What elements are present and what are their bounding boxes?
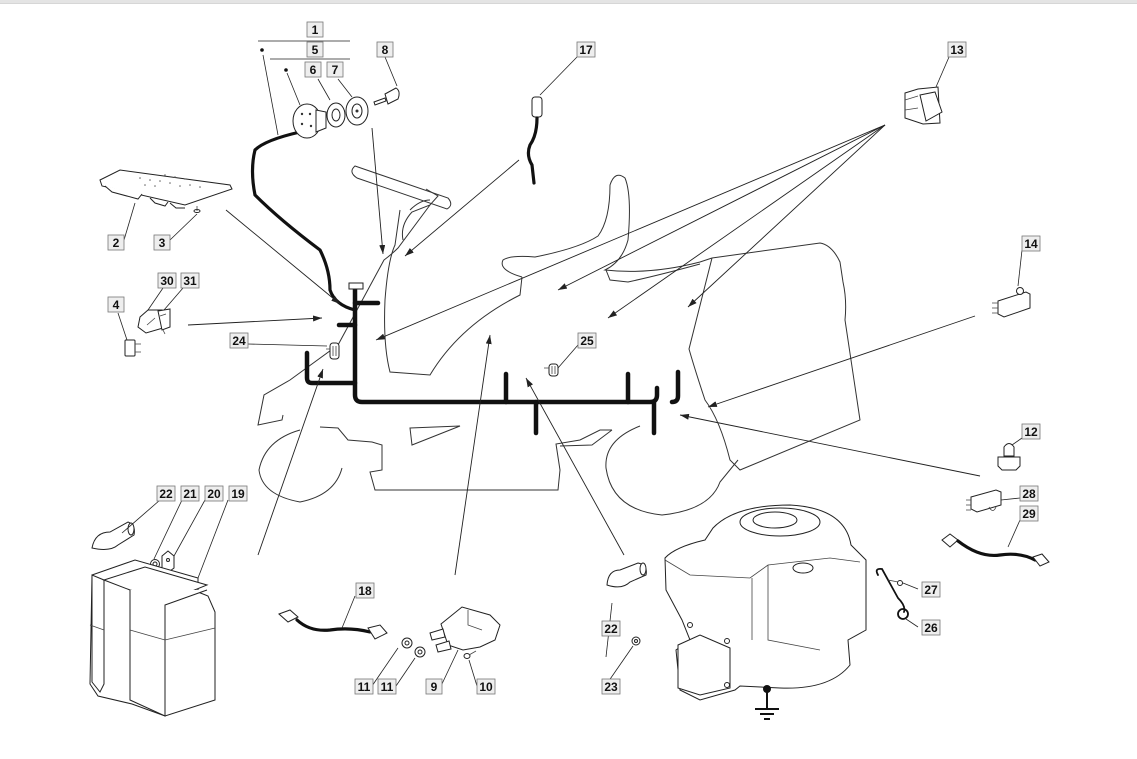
callout-6[interactable]: 6 xyxy=(304,61,322,78)
callout-26[interactable]: 26 xyxy=(921,619,941,636)
part-28-relay[interactable] xyxy=(966,489,1002,513)
part-10-screw[interactable] xyxy=(463,650,477,659)
svg-text:13: 13 xyxy=(950,43,964,57)
part-26-spring[interactable] xyxy=(875,567,909,620)
callout-5[interactable]: 5 xyxy=(306,41,324,58)
svg-text:29: 29 xyxy=(1022,507,1036,521)
callout-11b[interactable]: 11 xyxy=(377,678,397,695)
callout-19[interactable]: 19 xyxy=(228,485,248,502)
part-22-terminal-cover-2[interactable] xyxy=(606,562,647,588)
leader-lines xyxy=(117,40,1023,687)
svg-text:21: 21 xyxy=(183,487,197,501)
part-27-screw[interactable] xyxy=(887,579,903,586)
callout-21[interactable]: 21 xyxy=(180,485,200,502)
part-23-nut[interactable] xyxy=(631,636,641,646)
part-11-nut-2[interactable] xyxy=(414,646,426,658)
svg-text:28: 28 xyxy=(1022,487,1036,501)
top-border xyxy=(0,0,1137,4)
part-5-ignition-switch[interactable] xyxy=(292,103,327,139)
callout-22[interactable]: 22 xyxy=(156,485,176,502)
part-3-screw[interactable] xyxy=(193,206,201,213)
callout-23[interactable]: 23 xyxy=(601,678,621,695)
callout-9[interactable]: 9 xyxy=(425,678,443,695)
part-25-cable-clip[interactable] xyxy=(544,363,559,377)
part-19-battery[interactable] xyxy=(89,559,216,717)
part-11-nut[interactable] xyxy=(401,637,413,649)
callout-11a[interactable]: 11 xyxy=(354,678,374,695)
svg-text:22: 22 xyxy=(159,487,173,501)
svg-text:19: 19 xyxy=(231,487,245,501)
callout-20[interactable]: 20 xyxy=(204,485,224,502)
svg-text:23: 23 xyxy=(604,680,618,694)
callout-27[interactable]: 27 xyxy=(921,581,941,598)
svg-text:8: 8 xyxy=(382,43,389,57)
svg-text:6: 6 xyxy=(310,63,317,77)
svg-text:26: 26 xyxy=(924,621,938,635)
svg-text:22: 22 xyxy=(604,622,618,636)
part-12-switch[interactable] xyxy=(997,443,1021,471)
wiring-harness xyxy=(304,282,681,436)
svg-text:4: 4 xyxy=(113,298,120,312)
callout-24[interactable]: 24 xyxy=(229,332,249,349)
svg-text:7: 7 xyxy=(332,63,339,77)
callout-22b[interactable]: 22 xyxy=(601,620,621,637)
svg-text:25: 25 xyxy=(580,334,594,348)
part-4-fuse[interactable] xyxy=(124,339,141,357)
callout-18[interactable]: 18 xyxy=(355,582,375,599)
callout-10[interactable]: 10 xyxy=(476,678,496,695)
part-31-relay-holder[interactable] xyxy=(157,308,171,335)
callout-12[interactable]: 12 xyxy=(1021,423,1041,440)
part-14-microswitch[interactable] xyxy=(992,287,1031,318)
callout-7[interactable]: 7 xyxy=(326,61,344,78)
callout-1[interactable]: 1 xyxy=(306,21,324,38)
part-29-cable[interactable] xyxy=(941,533,1050,567)
svg-text:14: 14 xyxy=(1024,237,1038,251)
callout-3[interactable]: 3 xyxy=(153,234,171,251)
part-22-terminal-cover[interactable] xyxy=(91,521,135,550)
svg-text:5: 5 xyxy=(312,43,319,57)
engine xyxy=(664,504,867,701)
callout-13[interactable]: 13 xyxy=(947,41,967,58)
callout-2[interactable]: 2 xyxy=(107,234,125,251)
part-6-nut[interactable] xyxy=(326,102,346,128)
svg-text:24: 24 xyxy=(232,334,246,348)
callout-25[interactable]: 25 xyxy=(577,332,597,349)
svg-text:27: 27 xyxy=(924,583,938,597)
part-18-cable[interactable] xyxy=(278,609,388,640)
part-8-key[interactable] xyxy=(373,87,400,106)
part-9-solenoid[interactable] xyxy=(429,606,501,653)
svg-text:11: 11 xyxy=(358,680,371,694)
svg-text:12: 12 xyxy=(1024,425,1038,439)
tractor-outline xyxy=(257,165,861,516)
svg-text:17: 17 xyxy=(579,43,593,57)
part-2-circuit-board[interactable] xyxy=(99,169,233,209)
part-7-ring[interactable] xyxy=(345,96,369,126)
part-13-rocker-switch[interactable] xyxy=(904,86,943,125)
svg-text:2: 2 xyxy=(113,236,120,250)
svg-text:11: 11 xyxy=(381,680,394,694)
svg-text:20: 20 xyxy=(207,487,221,501)
svg-text:9: 9 xyxy=(431,680,438,694)
callout-17[interactable]: 17 xyxy=(576,41,596,58)
callout-14[interactable]: 14 xyxy=(1021,235,1041,252)
callout-30[interactable]: 30 xyxy=(157,272,177,289)
part-24-cable-clip[interactable] xyxy=(326,342,340,360)
part-17-lamp[interactable] xyxy=(526,96,543,185)
callout-4[interactable]: 4 xyxy=(107,296,125,313)
callout-labels: 1 5 6 7 8 17 13 2 3 30 31 4 24 25 14 12 … xyxy=(107,21,1041,695)
callout-8[interactable]: 8 xyxy=(376,41,394,58)
svg-text:3: 3 xyxy=(159,236,166,250)
callout-29[interactable]: 29 xyxy=(1019,505,1039,522)
svg-text:1: 1 xyxy=(312,23,319,37)
location-arrows xyxy=(187,124,981,576)
ignition-cable xyxy=(250,130,357,312)
svg-text:31: 31 xyxy=(183,274,197,288)
svg-text:30: 30 xyxy=(160,274,174,288)
ground-symbol-icon xyxy=(755,685,779,720)
svg-text:18: 18 xyxy=(358,584,372,598)
callout-28[interactable]: 28 xyxy=(1019,485,1039,502)
callout-31[interactable]: 31 xyxy=(180,272,200,289)
svg-text:10: 10 xyxy=(479,680,493,694)
